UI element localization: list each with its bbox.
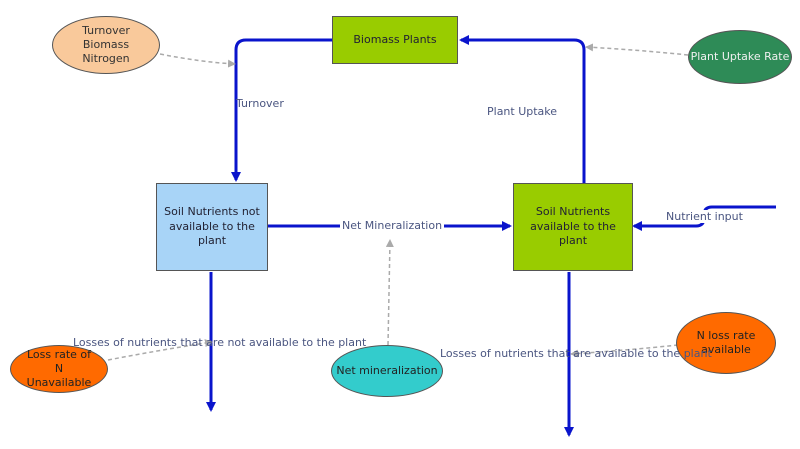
turnover-flow-arrow	[231, 38, 332, 182]
loss-rate-unavailable-label: Loss rate of N Unavailable	[26, 347, 92, 390]
n-loss-rate-available-label: N loss rate available	[696, 328, 756, 356]
turnover-rate-link	[159, 53, 236, 68]
loss-available-flow-label: Losses of nutrients that are available t…	[440, 347, 712, 360]
plant-uptake-flow-label: Plant Uptake	[487, 105, 558, 118]
n-loss-rate-available-variable[interactable]: N loss rate available	[676, 312, 776, 374]
soil-available-stock[interactable]: Soil Nutrients available to the plant	[513, 183, 633, 271]
net-mineralization-variable-label: Net mineralization	[336, 363, 438, 377]
turnover-rate-variable[interactable]: Turnover Biomass Nitrogen	[52, 16, 160, 74]
loss-unavailable-flow-label: Losses of nutrients that are not availab…	[73, 336, 367, 349]
turnover-rate-label: Turnover Biomass Nitrogen	[82, 23, 130, 66]
nutrient-input-flow-label: Nutrient input	[664, 210, 745, 223]
net-mineralization-flow-label: Net Mineralization	[340, 219, 445, 232]
loss-rate-unavailable-variable[interactable]: Loss rate of N Unavailable	[10, 345, 108, 393]
turnover-flow-label: Turnover	[236, 97, 284, 110]
net-mineralization-link	[385, 239, 394, 346]
biomass-plants-stock[interactable]: Biomass Plants	[332, 16, 458, 64]
n-loss-rate-available-link	[570, 344, 679, 358]
plant-uptake-flow-arrow	[459, 35, 586, 183]
net-mineralization-variable[interactable]: Net mineralization	[331, 345, 443, 397]
plant-uptake-rate-label: Plant Uptake Rate	[690, 49, 790, 63]
soil-unavailable-label: Soil Nutrients not available to the plan…	[164, 204, 260, 248]
loss-rate-unavailable-link	[107, 339, 213, 361]
biomass-plants-label: Biomass Plants	[353, 32, 437, 46]
plant-uptake-rate-link	[585, 43, 689, 56]
soil-available-label: Soil Nutrients available to the plant	[530, 204, 616, 248]
soil-unavailable-stock[interactable]: Soil Nutrients not available to the plan…	[156, 183, 268, 271]
plant-uptake-rate-variable[interactable]: Plant Uptake Rate	[688, 30, 792, 84]
